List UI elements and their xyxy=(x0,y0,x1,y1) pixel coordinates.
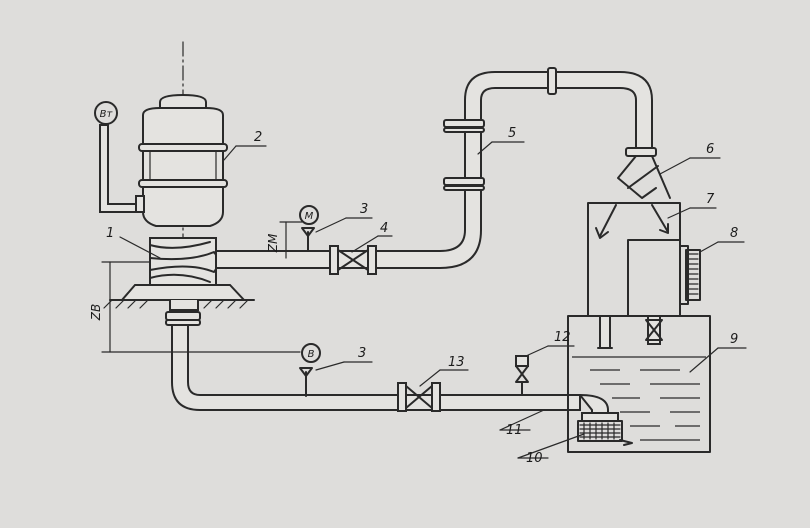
tank xyxy=(567,315,711,453)
label-1: 1 xyxy=(106,226,114,241)
vacuum-gauge-icon xyxy=(94,101,118,125)
callouts: 1 2 3 4 5 6 7 8 9 10 11 12 13 xyxy=(106,126,747,466)
dim-zm-label: ZМ xyxy=(266,233,280,253)
label-5: 5 xyxy=(508,126,516,141)
dimension-zm: ZМ xyxy=(266,221,303,259)
suction-gauge: В xyxy=(299,343,373,397)
suction-gauge-icon xyxy=(301,343,321,363)
label-7: 7 xyxy=(706,192,715,207)
discharge-pipe xyxy=(215,67,657,275)
label-4: 4 xyxy=(380,221,388,236)
suction-pipe xyxy=(165,311,609,414)
diverter xyxy=(595,155,671,239)
drain-tap xyxy=(515,355,529,396)
vacuum-gauge-line: Вт xyxy=(94,101,145,213)
label-11: 11 xyxy=(506,423,523,438)
label-3a: 3 xyxy=(360,202,368,217)
manometer-icon xyxy=(299,205,319,225)
motor xyxy=(138,93,228,227)
label-2: 2 xyxy=(254,130,262,145)
label-9: 9 xyxy=(730,332,738,347)
dim-zb-label: ZВ xyxy=(89,304,103,321)
manometer-label: М xyxy=(305,211,314,222)
label-3b: 3 xyxy=(358,346,366,361)
level-gauge xyxy=(679,245,701,305)
strainer xyxy=(577,412,633,446)
label-8: 8 xyxy=(730,226,738,241)
label-12: 12 xyxy=(554,330,571,345)
label-6: 6 xyxy=(706,142,714,157)
pump xyxy=(103,237,255,311)
suction-valve xyxy=(397,382,441,412)
label-13: 13 xyxy=(448,355,465,370)
label-10: 10 xyxy=(526,451,543,466)
suction-gauge-label: В xyxy=(308,349,315,360)
vacuum-gauge-label: Вт xyxy=(100,109,114,120)
dimension-zb: ZВ xyxy=(89,261,301,353)
discharge-gauge: М xyxy=(299,205,373,252)
measuring-box xyxy=(587,202,681,349)
